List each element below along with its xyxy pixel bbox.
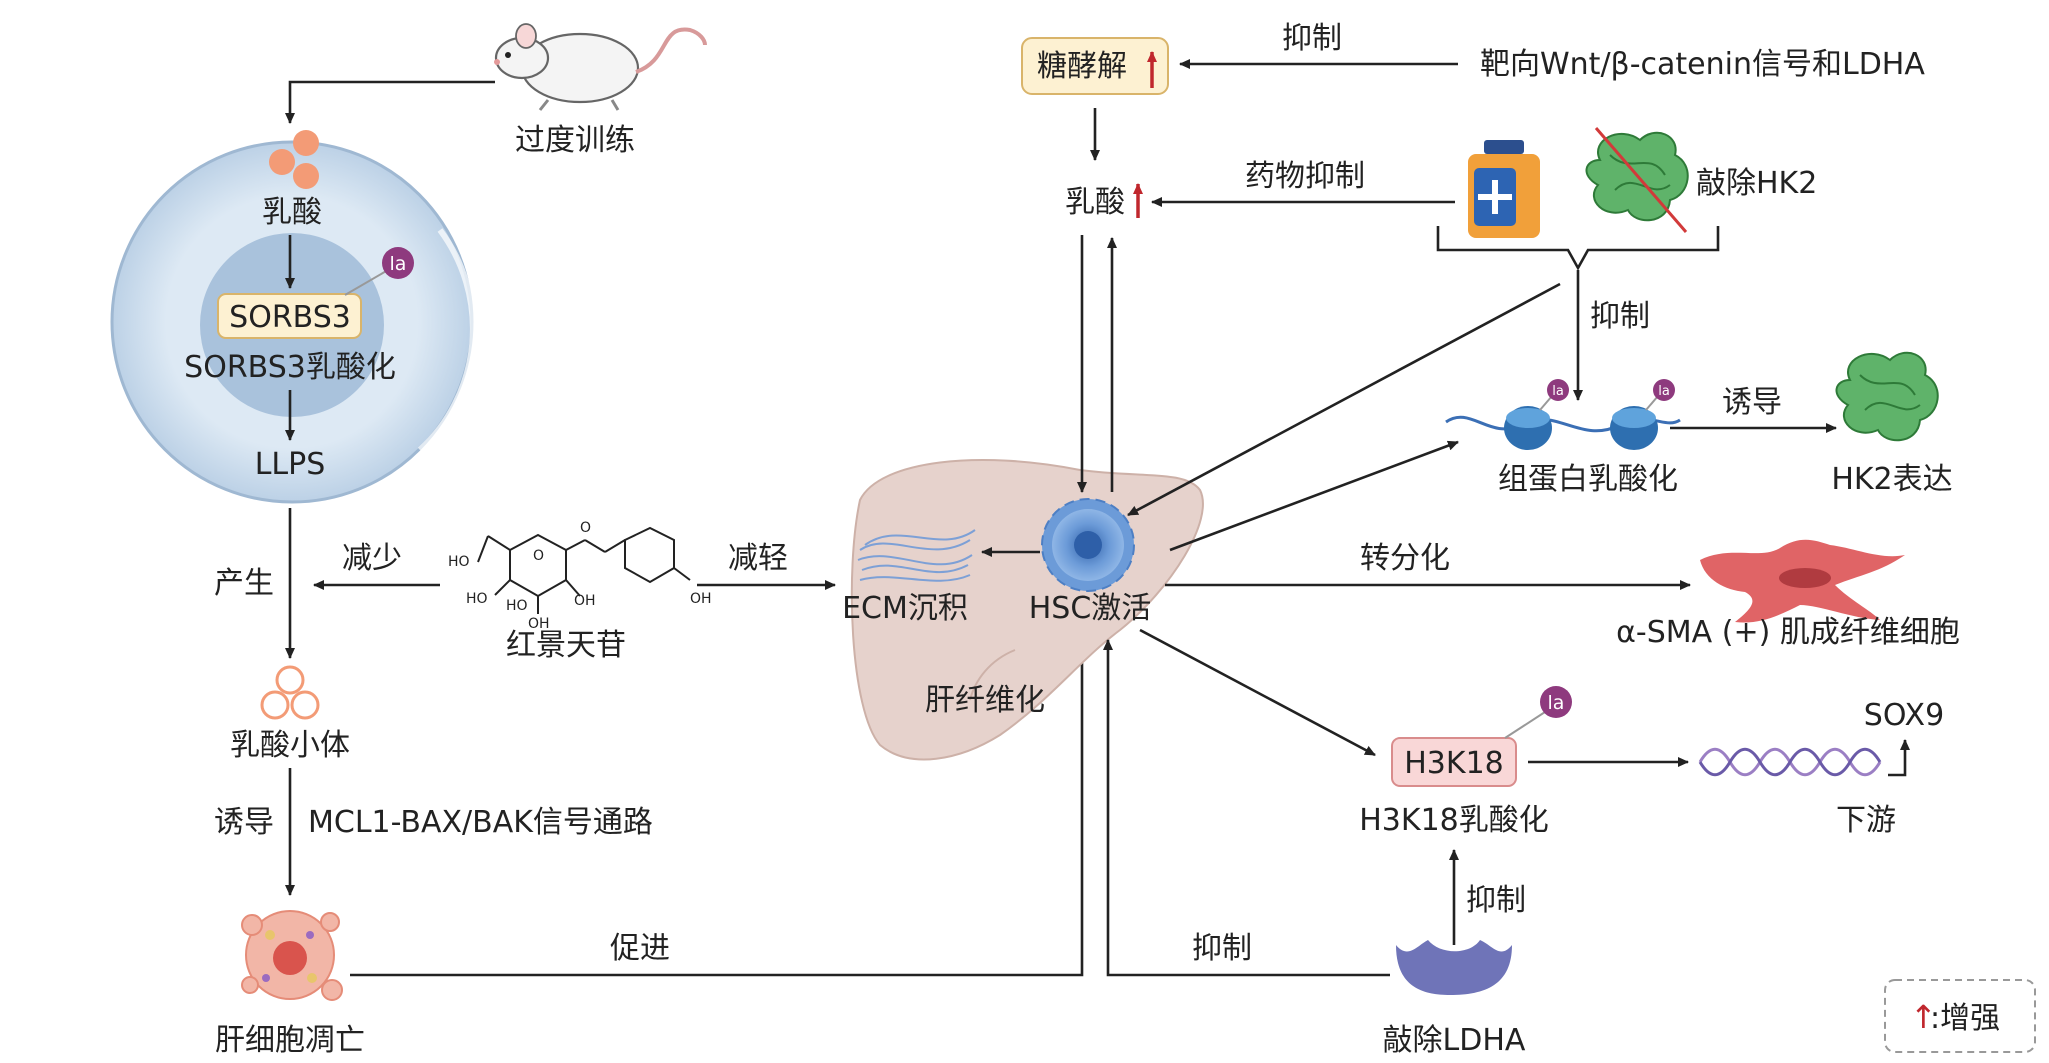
hsc-gear-icon (1041, 498, 1135, 592)
myofibroblast-icon (1700, 539, 1905, 623)
salidroside-label: 红景天苷 (506, 628, 626, 663)
h3k18-la-tether (1504, 711, 1546, 739)
h3k18-la-badge-text: la (1548, 692, 1565, 714)
salidroside-structure-icon (477, 526, 691, 614)
treatment-inhibit-hsc-arrow (1127, 282, 1561, 517)
glycolysis-box (1021, 37, 1169, 95)
histone-lactylation-label: 组蛋白乳酸化 (1498, 462, 1678, 497)
promote-arrow (350, 639, 1087, 977)
compound-atom-3: O (580, 520, 591, 536)
hk2-protein-icon (1835, 351, 1939, 442)
glycolysis-label: 糖酵解 (1037, 49, 1127, 84)
hk2-protein-crossed-icon (1585, 127, 1689, 233)
promote-label: 促进 (610, 931, 670, 966)
llps-label: LLPS (255, 447, 326, 482)
treatment-inhibit-label: 抑制 (1590, 299, 1650, 334)
hk2-expression-label: HK2表达 (1831, 462, 1952, 497)
lactate-bodies-label: 乳酸小体 (230, 728, 350, 763)
mcl1-pathway-label: MCL1-BAX/BAK信号通路 (308, 805, 653, 840)
rat-icon (494, 23, 707, 111)
knockout-hk2-label: 敲除HK2 (1696, 166, 1817, 201)
ecm-deposition-label: ECM沉积 (842, 591, 968, 626)
sox9-label: SOX9 (1864, 698, 1944, 733)
top-lactate-label: 乳酸 (1065, 185, 1125, 220)
treatment-bracket (1436, 226, 1720, 271)
cell-lactate-label: 乳酸 (262, 195, 322, 230)
ldha-inhibit-hsc-label: 抑制 (1192, 931, 1252, 966)
lactate-molecules-icon (269, 130, 319, 189)
ecm-fibers-icon (857, 529, 976, 582)
induce-label: 诱导 (214, 805, 274, 840)
wnt-target-label: 靶向Wnt/β-catenin信号和LDHA (1480, 47, 1925, 82)
alleviate-label: 减轻 (728, 541, 788, 576)
sox9-promoter-arrow-icon (1888, 739, 1910, 777)
h3k18-la-badge (1540, 686, 1572, 718)
la-badge-tether (344, 269, 389, 296)
compound-atom-6: HO (506, 598, 528, 614)
sorbs3-lactylation-label: SORBS3乳酸化 (184, 350, 396, 385)
apoptotic-hepatocyte-icon (241, 910, 343, 1001)
sorbs3-box (217, 293, 362, 339)
produce-label: 产生 (214, 566, 274, 601)
compound-atom-1: HO (448, 554, 470, 570)
legend-box (1884, 979, 2036, 1053)
inhibit-glycolysis-label: 抑制 (1282, 21, 1342, 56)
hsc-to-histone-arrow (1169, 440, 1459, 552)
apoptosis-label: 肝细胞凋亡 (215, 1023, 365, 1058)
knockout-ldha-label: 敲除LDHA (1383, 1023, 1526, 1058)
reduce-label: 减少 (342, 541, 402, 576)
compound-atom-4: HO (466, 591, 488, 607)
hsc-activation-label: HSC激活 (1029, 591, 1152, 626)
drug-bottle-icon (1468, 140, 1540, 238)
drug-inhibit-label: 药物抑制 (1245, 159, 1365, 194)
la-badge (382, 247, 414, 279)
hsc-to-h3k18-arrow (1139, 628, 1376, 757)
downstream-label: 下游 (1836, 803, 1896, 838)
ldha-enzyme-icon (1396, 940, 1512, 995)
la-badge-text: la (390, 253, 407, 275)
liver-fibrosis-label: 肝纤维化 (925, 683, 1045, 718)
compound-atom-2: O (533, 548, 544, 564)
histone-la-badge-1: la (1552, 384, 1564, 399)
ldha-inhibit-hsc-arrow (1103, 639, 1390, 977)
rat-to-cell-arrow (285, 80, 495, 124)
compound-atom-8: OH (690, 591, 712, 607)
sorbs3-box-label: SORBS3 (229, 300, 351, 335)
h3k18-box-label: H3K18 (1404, 746, 1504, 781)
compound-atom-5: OH (574, 593, 596, 609)
legend-text: :增强 (1930, 1001, 2000, 1036)
transdiff-label: 转分化 (1360, 541, 1450, 576)
lactate-bodies-icon (260, 665, 320, 720)
histone-nucleosome-icon (1445, 379, 1681, 450)
myofibroblast-label: α-SMA (+) 肌成纤维细胞 (1616, 615, 1960, 650)
histone-la-badge-2: la (1658, 384, 1670, 399)
h3k18-box (1391, 737, 1517, 787)
legend-up-arrow-icon: ↑ (1910, 998, 1937, 1036)
histone-induce-label: 诱导 (1722, 385, 1782, 420)
overtraining-label: 过度训练 (515, 123, 635, 158)
dna-helix-icon (1698, 747, 1882, 777)
compound-atom-7: OH (528, 616, 550, 632)
h3k18-lactylation-label: H3K18乳酸化 (1359, 803, 1549, 838)
ldha-inhibit-h3k18-label: 抑制 (1466, 883, 1526, 918)
